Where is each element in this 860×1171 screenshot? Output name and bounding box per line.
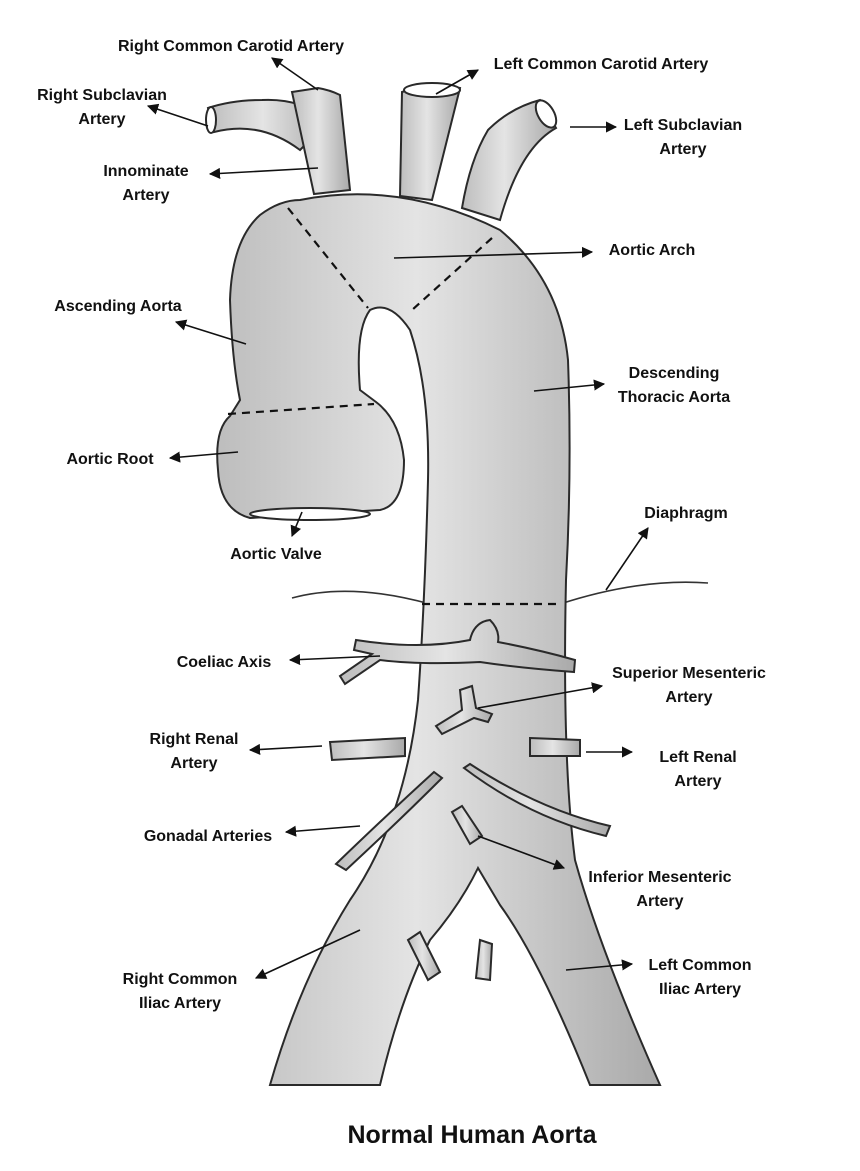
label-left-common-carotid: Left Common Carotid Artery [494,56,709,73]
label-coeliac-axis: Coeliac Axis [177,654,272,671]
diaphragm-line [291,581,709,605]
root-boundary [227,402,375,416]
right-renal-vessel [328,736,406,762]
arrow-left-iliac [565,959,634,971]
coeliac-vessel [338,618,577,686]
superior-mesenteric-vessel [434,684,494,736]
left-carotid-opening [403,82,461,98]
arrow-right-carotid [271,57,319,91]
diagram-title: Normal Human Aorta [347,1121,597,1149]
arrow-right-iliac [254,929,361,979]
right-internal-iliac-stub [406,930,442,982]
arrow-superior-mesenteric [477,682,604,709]
arrow-gonadal [284,825,361,837]
inferior-mesenteric-vessel [450,804,484,846]
label-aortic-arch: Aortic Arch [609,242,696,259]
arrow-diaphragm [605,527,649,591]
label-aortic-valve: Aortic Valve [230,546,322,563]
right-carotid-vessel [290,86,352,196]
arrow-right-renal [248,743,323,756]
arrow-right-subclavian [146,103,209,127]
arch-boundary-left [287,207,369,309]
arrow-aortic-root [168,451,239,463]
left-carotid-vessel [398,84,462,202]
right-subclavian-opening [205,106,217,134]
aorta-body [216,193,662,1086]
aortic-valve-opening [249,507,371,521]
arrow-descending [533,379,606,392]
left-renal-vessel [529,736,581,757]
label-diaphragm: Diaphragm [644,505,728,522]
arrow-left-carotid [435,69,479,95]
label-right-common-carotid: Right Common Carotid Artery [118,38,344,55]
right-gonadal-vessel [334,770,444,872]
arrow-inferior-mesenteric [477,835,566,870]
arrow-coeliac [288,653,381,666]
arch-boundary-right [411,237,493,311]
left-subclavian-opening [534,99,558,129]
arrow-aortic-valve [290,511,303,538]
label-gonadal: Gonadal Arteries [144,828,272,845]
arrow-innominate [208,167,319,180]
left-subclavian-vessel [460,98,558,222]
arrow-aortic-arch [393,246,594,259]
arrow-ascending [174,319,247,345]
label-ascending-aorta: Ascending Aorta [54,298,182,315]
left-internal-iliac-stub [474,938,494,982]
label-aortic-root: Aortic Root [66,451,154,468]
left-gonadal-vessel [462,762,612,838]
